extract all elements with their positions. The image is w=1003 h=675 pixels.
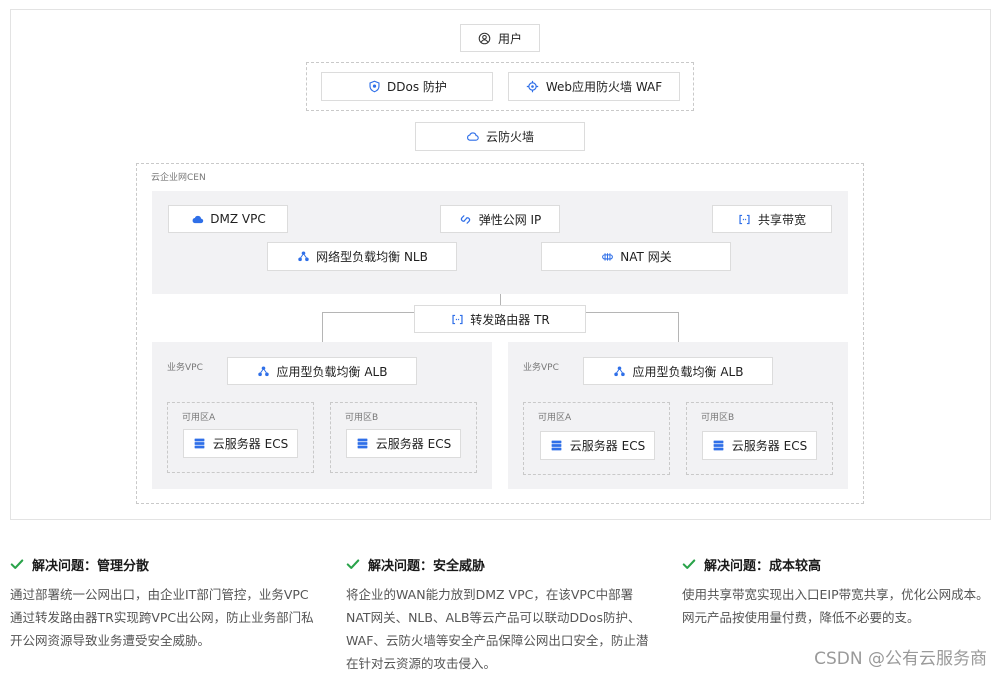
solution-heading: 解决问题：成本较高 xyxy=(682,553,992,575)
security-group xyxy=(306,62,694,111)
ecs-node: 云服务器 ECS xyxy=(346,429,461,458)
ecs-node: 云服务器 ECS xyxy=(183,429,298,458)
firewall-icon xyxy=(526,80,540,94)
solution-heading: 解决问题：管理分散 xyxy=(10,553,320,575)
nlb-node: 网络型负载均衡 NLB xyxy=(267,242,457,271)
load-balancer-icon xyxy=(613,364,627,378)
waf-node: Web应用防火墙 WAF xyxy=(508,72,680,101)
solution-heading: 解决问题：安全威胁 xyxy=(346,553,656,575)
solution-management: 解决问题：管理分散 通过部署统一公网出口，由企业IT部门管控，业务VPC通过转发… xyxy=(10,553,320,652)
zone-label: 可用区A xyxy=(182,413,216,423)
solution-title: 解决问题：成本较高 xyxy=(704,558,822,574)
zone-label: 可用区A xyxy=(538,413,572,423)
server-icon xyxy=(356,437,370,451)
connector-line xyxy=(678,312,679,342)
availability-zone xyxy=(523,402,670,475)
vpc-label: 业务VPC xyxy=(167,363,203,373)
load-balancer-icon xyxy=(296,250,310,264)
zone-label: 可用区B xyxy=(345,413,379,423)
solution-text: 将企业的WAN能力放到DMZ VPC，在该VPC中部署NAT网关、NLB、ALB… xyxy=(346,587,649,671)
cloud-firewall-node: 云防火墙 xyxy=(415,122,585,151)
cen-label: 云企业网CEN xyxy=(151,173,206,183)
bracket-icon xyxy=(738,212,752,226)
watermark: CSDN @公有云服务商 xyxy=(814,649,987,669)
shield-icon xyxy=(367,80,381,94)
connector-line xyxy=(322,312,323,342)
bracket-icon xyxy=(450,312,464,326)
cen-group xyxy=(136,163,864,504)
dmz-vpc-node: DMZ VPC xyxy=(168,205,288,233)
ecs-node: 云服务器 ECS xyxy=(540,431,655,460)
link-icon xyxy=(459,212,473,226)
solution-security: 解决问题：安全威胁 将企业的WAN能力放到DMZ VPC，在该VPC中部署NAT… xyxy=(346,553,656,675)
availability-zone xyxy=(167,402,314,473)
server-icon xyxy=(712,439,726,453)
alb-node: 应用型负载均衡 ALB xyxy=(227,357,417,385)
zone-label: 可用区B xyxy=(701,413,735,423)
availability-zone xyxy=(330,402,477,473)
connector-line xyxy=(586,312,678,313)
eip-node: 弹性公网 IP xyxy=(440,205,560,233)
ddos-node: DDos 防护 xyxy=(321,72,493,101)
availability-zone xyxy=(686,402,833,475)
shared-bandwidth-node: 共享带宽 xyxy=(712,205,832,233)
transit-router-node: 转发路由器 TR xyxy=(414,305,586,333)
solution-text: 使用共享带宽实现出入口EIP带宽共享，优化公网成本。网元产品按使用量付费，降低不… xyxy=(682,587,989,625)
check-icon xyxy=(346,559,360,569)
solution-text: 通过部署统一公网出口，由企业IT部门管控，业务VPC通过转发路由器TR实现跨VP… xyxy=(10,587,314,648)
nat-gateway-node: NAT 网关 xyxy=(541,242,731,271)
cloud-icon xyxy=(466,130,480,144)
alb-node: 应用型负载均衡 ALB xyxy=(583,357,773,385)
ecs-node: 云服务器 ECS xyxy=(702,431,817,460)
solution-title: 解决问题：管理分散 xyxy=(32,558,150,574)
check-icon xyxy=(10,559,24,569)
server-icon xyxy=(193,437,207,451)
connector-line xyxy=(322,312,414,313)
solution-title: 解决问题：安全威胁 xyxy=(368,558,486,574)
load-balancer-icon xyxy=(257,364,271,378)
user-node: 用户 xyxy=(460,24,540,52)
gateway-icon xyxy=(600,250,614,264)
cloud-icon xyxy=(190,212,204,226)
check-icon xyxy=(682,559,696,569)
vpc-label: 业务VPC xyxy=(523,363,559,373)
solution-cost: 解决问题：成本较高 使用共享带宽实现出入口EIP带宽共享，优化公网成本。网元产品… xyxy=(682,553,992,629)
server-icon xyxy=(550,439,564,453)
user-icon xyxy=(478,31,492,45)
